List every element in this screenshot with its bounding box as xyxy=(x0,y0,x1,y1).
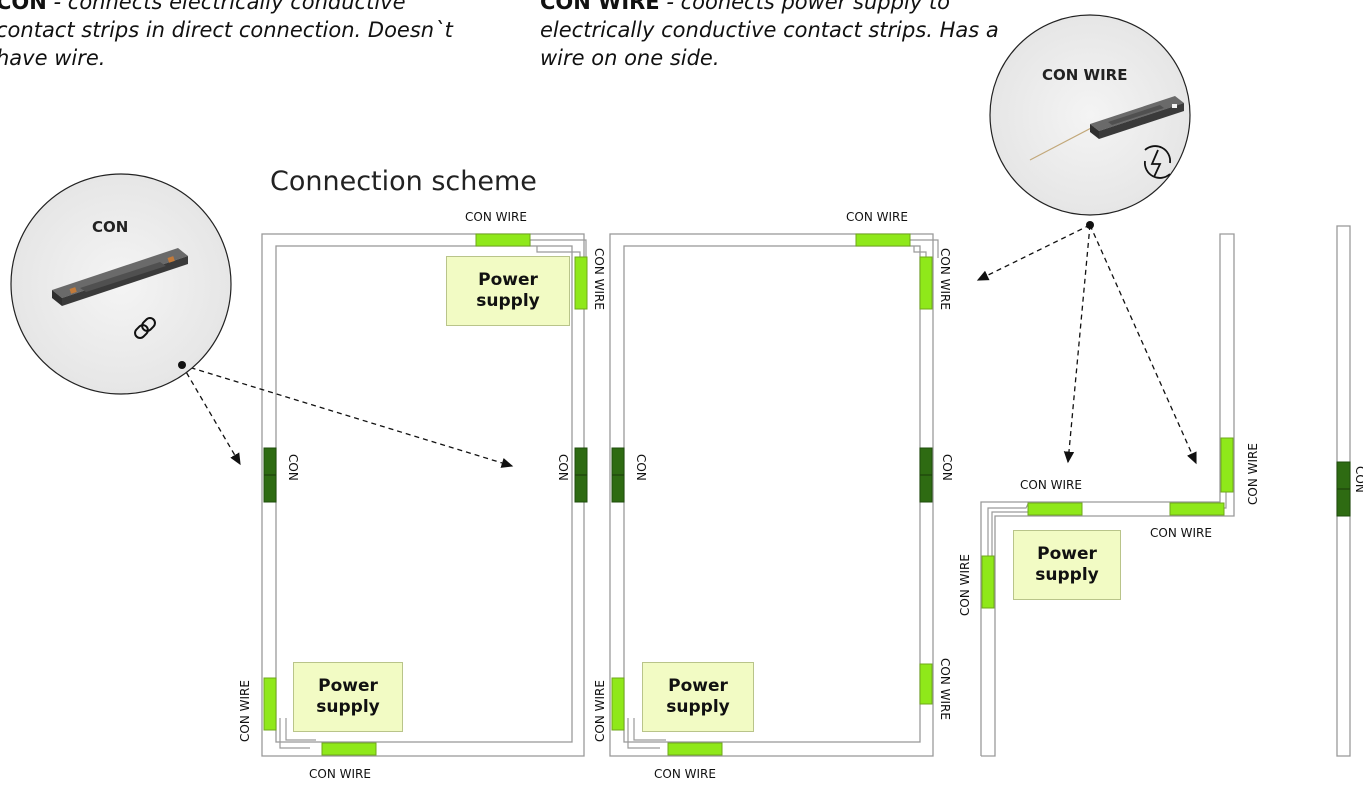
con-wire-strip xyxy=(263,677,277,731)
power-supply-line2: supply xyxy=(666,697,730,717)
con-wire-strip xyxy=(1220,437,1234,493)
con-wire-strip xyxy=(667,742,723,756)
label-con-wire: CON WIRE xyxy=(654,767,716,781)
power-supply-line1: Power xyxy=(478,270,538,290)
panel-corner xyxy=(980,233,1235,757)
panel-middle xyxy=(609,233,939,757)
con-product-image xyxy=(52,248,188,306)
power-supply-line2: supply xyxy=(316,697,380,717)
label-con-wire: CON WIRE xyxy=(1150,526,1212,540)
pointer-arrows xyxy=(181,224,1197,468)
con-wire-strip xyxy=(574,256,588,310)
label-con-wire-vertical: CON WIRE xyxy=(958,554,972,616)
con-definition: - connects electrically conductive conta… xyxy=(0,0,453,70)
con-wire-strip xyxy=(475,233,531,247)
label-con-wire: CON WIRE xyxy=(846,210,908,224)
label-con-wire-vertical: CON WIRE xyxy=(938,248,952,310)
con-wire-description: CON WIRE - coonects power supply to elec… xyxy=(540,0,1010,72)
label-con-wire-vertical: CON WIRE xyxy=(593,680,607,742)
con-wire-strip xyxy=(1027,502,1083,516)
con-wire-strip xyxy=(321,742,377,756)
con-term: CON xyxy=(0,0,47,14)
con-wire-strip xyxy=(919,663,933,705)
con-wire-callout-label: CON WIRE xyxy=(1042,66,1127,84)
label-con-vertical: CON xyxy=(1353,466,1363,493)
con-wire-strip xyxy=(981,555,995,609)
scheme-title: Connection scheme xyxy=(270,166,537,197)
label-con-wire-vertical: CON WIRE xyxy=(1246,443,1260,505)
label-con-vertical: CON xyxy=(286,454,300,481)
label-con-wire: CON WIRE xyxy=(465,210,527,224)
diagram-labels: CON WIRE CON WIRE CON WIRE CON WIRE CON … xyxy=(238,210,1363,781)
power-cycle-icon xyxy=(1144,145,1171,179)
panel-edge xyxy=(1336,225,1351,757)
con-callout-label: CON xyxy=(92,218,128,236)
label-con-wire: CON WIRE xyxy=(1020,478,1082,492)
con-wire-strip xyxy=(919,256,933,310)
con-wire-strip xyxy=(611,677,625,731)
con-wire-callout: CON WIRE xyxy=(989,14,1191,229)
con-wire-product-image xyxy=(1029,96,1184,161)
power-supply-line2: supply xyxy=(1035,565,1099,585)
label-con-vertical: CON xyxy=(556,454,570,481)
power-supply-line1: Power xyxy=(318,676,378,696)
con-wire-strip xyxy=(855,233,911,247)
con-callout: CON xyxy=(10,173,232,395)
label-con-wire: CON WIRE xyxy=(309,767,371,781)
power-supply-line2: supply xyxy=(476,291,540,311)
con-wire-strip xyxy=(1169,502,1225,516)
label-con-wire-vertical: CON WIRE xyxy=(938,658,952,720)
power-supply-line1: Power xyxy=(668,676,728,696)
con-wire-term: CON WIRE xyxy=(540,0,660,14)
label-con-vertical: CON xyxy=(940,454,954,481)
con-description: CON - connects electrically conductive c… xyxy=(0,0,486,72)
label-con-vertical: CON xyxy=(634,454,648,481)
con-wire-definition: - coonects power supply to electrically … xyxy=(540,0,999,70)
link-icon xyxy=(134,317,156,339)
panel-left xyxy=(261,233,588,757)
label-con-wire-vertical: CON WIRE xyxy=(592,248,606,310)
label-con-wire-vertical: CON WIRE xyxy=(238,680,252,742)
power-supply-line1: Power xyxy=(1037,544,1097,564)
